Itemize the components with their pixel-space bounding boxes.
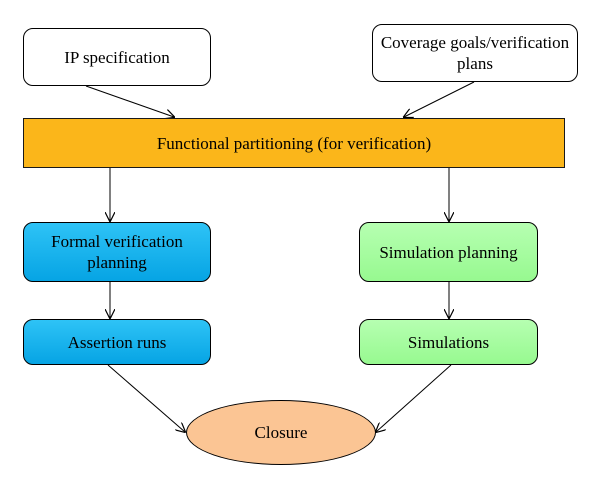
- simulation-planning-label: Simulation planning: [379, 242, 518, 262]
- formal-verification-planning-box: Formal verification planning: [23, 222, 211, 282]
- simulations-box: Simulations: [359, 319, 538, 365]
- assertion-runs-box: Assertion runs: [23, 319, 211, 365]
- closure-label: Closure: [254, 423, 308, 442]
- arrow-assertion-to-closure: [107, 364, 185, 432]
- functional-partitioning-label: Functional partitioning (for verificatio…: [156, 133, 432, 153]
- ip-specification-label: IP specification: [64, 47, 170, 67]
- arrow-ip-to-partitioning: [85, 85, 174, 117]
- closure-ellipse: Closure: [186, 400, 376, 465]
- coverage-goals-label: Coverage goals/verification plans: [380, 33, 570, 73]
- simulations-label: Simulations: [407, 332, 490, 352]
- assertion-runs-label: Assertion runs: [67, 332, 167, 352]
- arrow-coverage-to-partitioning: [404, 81, 475, 117]
- simulation-planning-box: Simulation planning: [359, 222, 538, 282]
- arrow-simulations-to-closure: [376, 364, 452, 432]
- formal-verification-planning-label: Formal verification planning: [51, 232, 183, 272]
- ip-specification-box: IP specification: [23, 28, 211, 86]
- functional-partitioning-box: Functional partitioning (for verificatio…: [23, 118, 565, 168]
- coverage-goals-box: Coverage goals/verification plans: [372, 24, 578, 82]
